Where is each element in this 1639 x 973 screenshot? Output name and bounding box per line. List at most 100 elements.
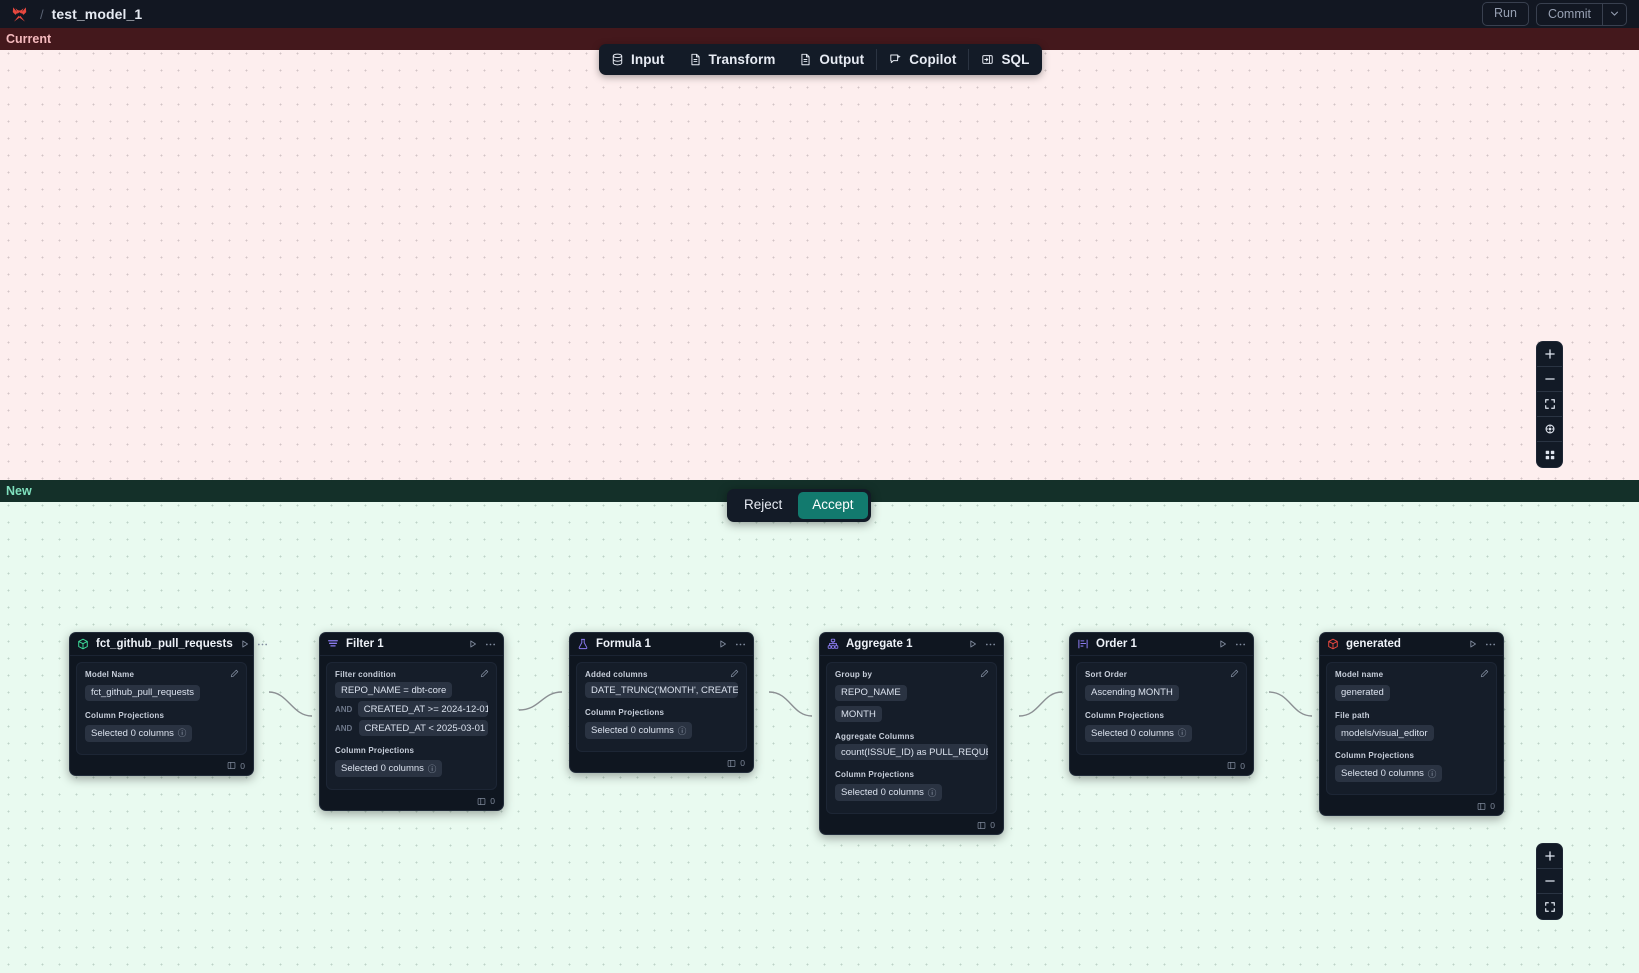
field-label-column-projections: Column Projections: [835, 770, 915, 779]
value-chip-model-name[interactable]: fct_github_pull_requests: [85, 684, 200, 701]
toolbar-item-output-label: Output: [819, 52, 865, 67]
pencil-icon[interactable]: [980, 669, 989, 678]
pencil-icon[interactable]: [1480, 669, 1489, 678]
pencil-icon[interactable]: [230, 669, 239, 678]
ellipsis-icon[interactable]: [735, 639, 746, 650]
ellipsis-icon[interactable]: [1485, 639, 1496, 650]
toolbar-item-copilot[interactable]: Copilot: [877, 44, 968, 75]
info-icon[interactable]: ⓘ: [427, 763, 437, 774]
info-icon[interactable]: ⓘ: [1177, 728, 1187, 738]
play-icon[interactable]: [718, 639, 728, 649]
value-chip-condition[interactable]: CREATED_AT < 2025-03-01: [358, 720, 488, 736]
value-chip-condition[interactable]: REPO_NAME = dbt-core: [335, 682, 453, 698]
value-chip-added-columns[interactable]: DATE_TRUNC('MONTH', CREATED_AT...: [585, 682, 738, 698]
fit-view-icon[interactable]: [1537, 392, 1562, 417]
columns-icon: [1227, 761, 1236, 770]
sort-icon: [1077, 638, 1089, 650]
node-aggregate-1[interactable]: Aggregate 1 Group by REPO_NAME MONTH Agg…: [819, 632, 1004, 835]
pencil-icon[interactable]: [1230, 669, 1239, 678]
spacer: [1335, 704, 1488, 711]
toolbar-item-output[interactable]: Output: [787, 44, 876, 75]
ellipsis-icon[interactable]: [485, 639, 496, 650]
info-icon[interactable]: ⓘ: [177, 728, 187, 738]
play-icon[interactable]: [1218, 639, 1228, 649]
node-generated[interactable]: generated Model name generated File path…: [1319, 632, 1504, 816]
value-chip-group-by[interactable]: REPO_NAME: [835, 684, 907, 701]
value-chip-column-projections[interactable]: Selected 0 columns ⓘ: [85, 724, 193, 742]
node-footer: 0: [70, 761, 253, 775]
value-chip-column-projections[interactable]: Selected 0 columns ⓘ: [585, 722, 693, 739]
toolbar-item-transform[interactable]: Transform: [677, 44, 788, 75]
columns-icon: [227, 761, 236, 770]
value-chip-column-projections[interactable]: Selected 0 columns ⓘ: [835, 784, 943, 801]
accept-button[interactable]: Accept: [798, 492, 868, 520]
value-chip-sort-order[interactable]: Ascending MONTH: [1085, 684, 1179, 701]
play-icon[interactable]: [1468, 639, 1478, 649]
chevron-down-icon[interactable]: [1602, 3, 1626, 25]
value-chip-group-by[interactable]: MONTH: [835, 706, 882, 722]
value-chip-file-path[interactable]: models/visual_editor: [1335, 725, 1434, 741]
field-label-model-name: Model name: [1335, 670, 1384, 679]
canvas-dot-grid: [0, 28, 1639, 480]
node-fct-github-pull-requests[interactable]: fct_github_pull_requests Model Name fct_…: [69, 632, 267, 776]
canvas-current[interactable]: [0, 28, 1639, 480]
info-icon[interactable]: ⓘ: [1427, 768, 1437, 779]
value-chip-column-projections[interactable]: Selected 0 columns ⓘ: [1335, 765, 1443, 782]
toolbar-item-sql[interactable]: SQL: [969, 44, 1041, 75]
node-header: Aggregate 1: [820, 633, 1003, 656]
ellipsis-icon[interactable]: [257, 639, 268, 650]
sql-panel-icon: [981, 53, 995, 67]
reject-button[interactable]: Reject: [730, 492, 796, 519]
column-count: 0: [1490, 801, 1495, 811]
value-chip-aggregate-columns[interactable]: count(ISSUE_ID) as PULL_REQUEST_...: [835, 744, 988, 760]
plus-icon[interactable]: [1537, 844, 1562, 869]
node-header-actions: [968, 639, 996, 650]
spacer: [585, 701, 738, 708]
fit-view-icon[interactable]: [1537, 894, 1562, 919]
sparkle-chat-icon: [889, 53, 903, 67]
commit-button[interactable]: Commit: [1547, 6, 1591, 21]
node-formula-1[interactable]: Formula 1 Added columns DATE_TRUNC('MONT…: [569, 632, 754, 773]
node-footer: 0: [320, 796, 503, 810]
run-button[interactable]: Run: [1482, 2, 1529, 26]
play-icon[interactable]: [240, 639, 250, 649]
grid-toggle-icon[interactable]: [1537, 442, 1562, 467]
node-title: Order 1: [1096, 638, 1137, 650]
info-icon[interactable]: ⓘ: [677, 725, 687, 736]
value-chip-column-projections[interactable]: Selected 0 columns ⓘ: [335, 760, 443, 777]
info-icon[interactable]: ⓘ: [927, 787, 937, 798]
node-filter-1[interactable]: Filter 1 Filter condition REPO_NAME = db…: [319, 632, 504, 811]
node-order-1[interactable]: Order 1 Sort Order Ascending MONTH Colum…: [1069, 632, 1254, 776]
pencil-icon[interactable]: [480, 669, 489, 678]
columns-icon: [727, 759, 736, 768]
pencil-icon[interactable]: [730, 669, 739, 678]
pane-label-current-text: Current: [6, 32, 52, 46]
plus-icon[interactable]: [1537, 342, 1562, 367]
minus-icon[interactable]: [1537, 367, 1562, 392]
value-chip-model-name[interactable]: generated: [1335, 684, 1390, 701]
chip-text: Selected 0 columns: [591, 725, 674, 736]
column-count: 0: [990, 820, 995, 830]
toolbar-item-input[interactable]: Input: [599, 44, 677, 75]
value-chip-condition[interactable]: CREATED_AT >= 2024-12-01: [357, 701, 488, 717]
play-icon[interactable]: [468, 639, 478, 649]
play-icon[interactable]: [968, 639, 978, 649]
minus-icon[interactable]: [1537, 869, 1562, 894]
page-title: test_model_1: [51, 6, 143, 22]
lock-target-icon[interactable]: [1537, 417, 1562, 442]
breadcrumb-separator: /: [40, 6, 44, 22]
field-label-aggregate-columns: Aggregate Columns: [835, 732, 915, 741]
field-label-model-name: Model Name: [85, 670, 135, 679]
toolbar-item-sql-label: SQL: [1001, 52, 1030, 67]
document-icon: [689, 53, 703, 67]
columns-icon: [477, 797, 486, 806]
value-chip-column-projections[interactable]: Selected 0 columns ⓘ: [1085, 724, 1193, 742]
ellipsis-icon[interactable]: [985, 639, 996, 650]
zoom-controls-current: [1536, 341, 1563, 468]
ellipsis-icon[interactable]: [1235, 639, 1246, 650]
x-brand-icon[interactable]: [8, 3, 30, 25]
node-title: Aggregate 1: [846, 638, 913, 650]
commit-button-group[interactable]: Commit: [1535, 2, 1627, 26]
field-label-column-projections: Column Projections: [85, 710, 165, 720]
node-footer: 0: [570, 758, 753, 772]
